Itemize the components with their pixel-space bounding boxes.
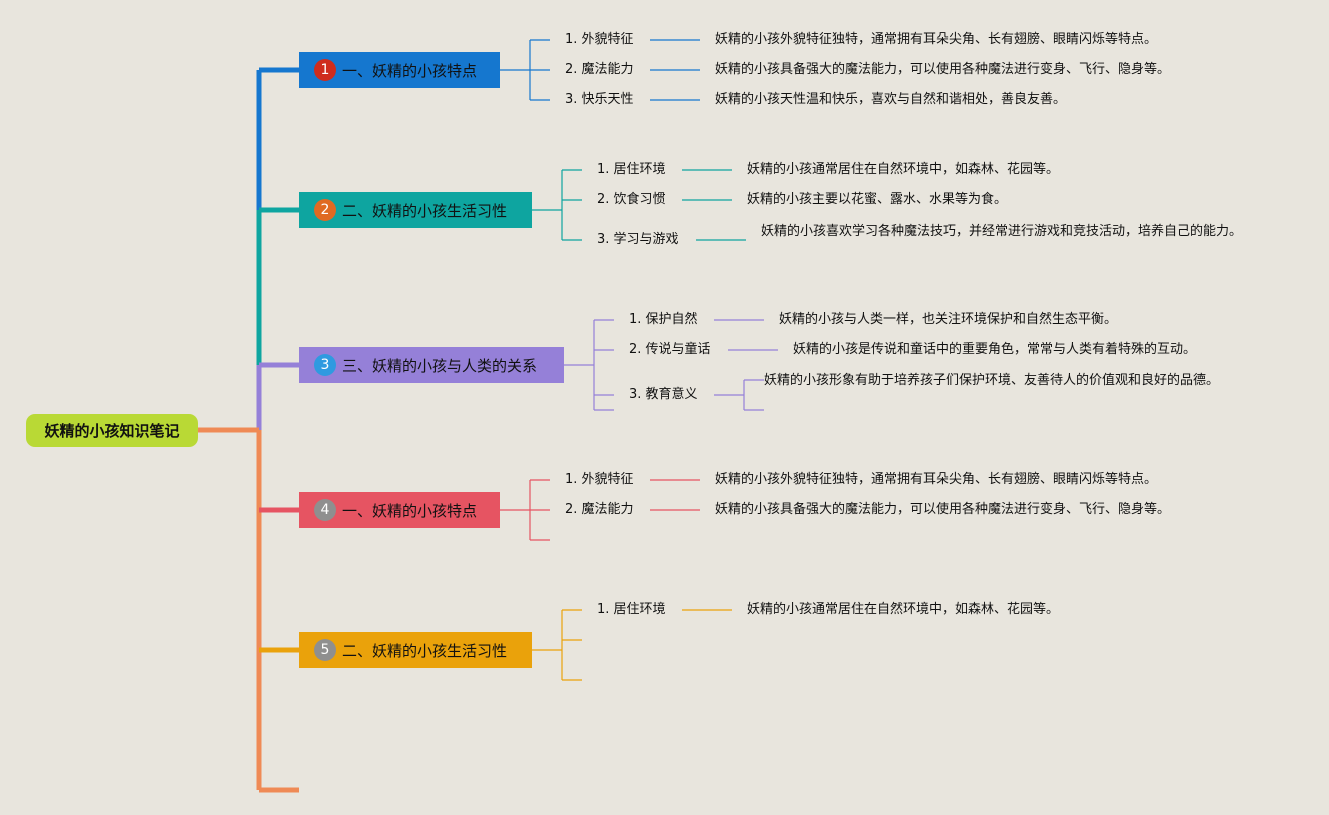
- branch-label: 二、妖精的小孩生活习性: [342, 641, 508, 660]
- detail-text: 妖精的小孩外貌特征独特，通常拥有耳朵尖角、长有翅膀、眼睛闪烁等特点。: [715, 32, 1158, 47]
- number-badge: 4: [314, 499, 336, 521]
- subtopic-label[interactable]: 2. 魔法能力: [565, 62, 634, 77]
- number-badge: 2: [314, 199, 336, 221]
- detail-text: 妖精的小孩喜欢学习各种魔法技巧，并经常进行游戏和竞技活动，培养自己的能力。: [761, 224, 1243, 239]
- subtopic-label[interactable]: 1. 居住环境: [597, 602, 666, 617]
- detail-text: 妖精的小孩外貌特征独特，通常拥有耳朵尖角、长有翅膀、眼睛闪烁等特点。: [715, 472, 1158, 487]
- subtopic-label[interactable]: 1. 外貌特征: [565, 472, 634, 487]
- detail-text: 妖精的小孩具备强大的魔法能力，可以使用各种魔法进行变身、飞行、隐身等。: [715, 502, 1171, 517]
- subtopic-label[interactable]: 1. 居住环境: [597, 162, 666, 177]
- branch-label: 一、妖精的小孩特点: [342, 61, 478, 80]
- detail-text: 妖精的小孩形象有助于培养孩子们保护环境、友善待人的价值观和良好的品德。: [764, 373, 1220, 388]
- detail-text: 妖精的小孩是传说和童话中的重要角色，常常与人类有着特殊的互动。: [793, 342, 1197, 357]
- number-badge: 3: [314, 354, 336, 376]
- detail-text: 妖精的小孩通常居住在自然环境中，如森林、花园等。: [747, 162, 1060, 177]
- branch-label: 三、妖精的小孩与人类的关系: [342, 356, 538, 375]
- subtopic-label[interactable]: 3. 快乐天性: [565, 92, 634, 107]
- subtopic-label[interactable]: 2. 饮食习惯: [597, 192, 666, 207]
- subtopic-label[interactable]: 2. 传说与童话: [629, 342, 711, 357]
- number-badge: 5: [314, 639, 336, 661]
- subtopic-label[interactable]: 1. 保护自然: [629, 312, 698, 327]
- branch-node-2[interactable]: 2 二、妖精的小孩生活习性: [299, 192, 532, 228]
- subtopic-label[interactable]: 2. 魔法能力: [565, 502, 634, 517]
- detail-text: 妖精的小孩具备强大的魔法能力，可以使用各种魔法进行变身、飞行、隐身等。: [715, 62, 1171, 77]
- detail-text: 妖精的小孩通常居住在自然环境中，如森林、花园等。: [747, 602, 1060, 617]
- branch-label: 二、妖精的小孩生活习性: [342, 201, 508, 220]
- detail-text: 妖精的小孩主要以花蜜、露水、水果等为食。: [747, 192, 1008, 207]
- branch-node-3[interactable]: 3 三、妖精的小孩与人类的关系: [299, 347, 564, 383]
- detail-text: 妖精的小孩天性温和快乐，喜欢与自然和谐相处，善良友善。: [715, 92, 1067, 107]
- number-badge: 1: [314, 59, 336, 81]
- branch-label: 一、妖精的小孩特点: [342, 501, 478, 520]
- root-node[interactable]: 妖精的小孩知识笔记: [26, 414, 198, 447]
- branch-node-1[interactable]: 1 一、妖精的小孩特点: [299, 52, 500, 88]
- branch-node-4[interactable]: 4 一、妖精的小孩特点: [299, 492, 500, 528]
- subtopic-label[interactable]: 3. 学习与游戏: [597, 232, 679, 247]
- subtopic-label[interactable]: 3. 教育意义: [629, 387, 698, 402]
- branch-node-5[interactable]: 5 二、妖精的小孩生活习性: [299, 632, 532, 668]
- detail-text: 妖精的小孩与人类一样，也关注环境保护和自然生态平衡。: [779, 312, 1118, 327]
- subtopic-label[interactable]: 1. 外貌特征: [565, 32, 634, 47]
